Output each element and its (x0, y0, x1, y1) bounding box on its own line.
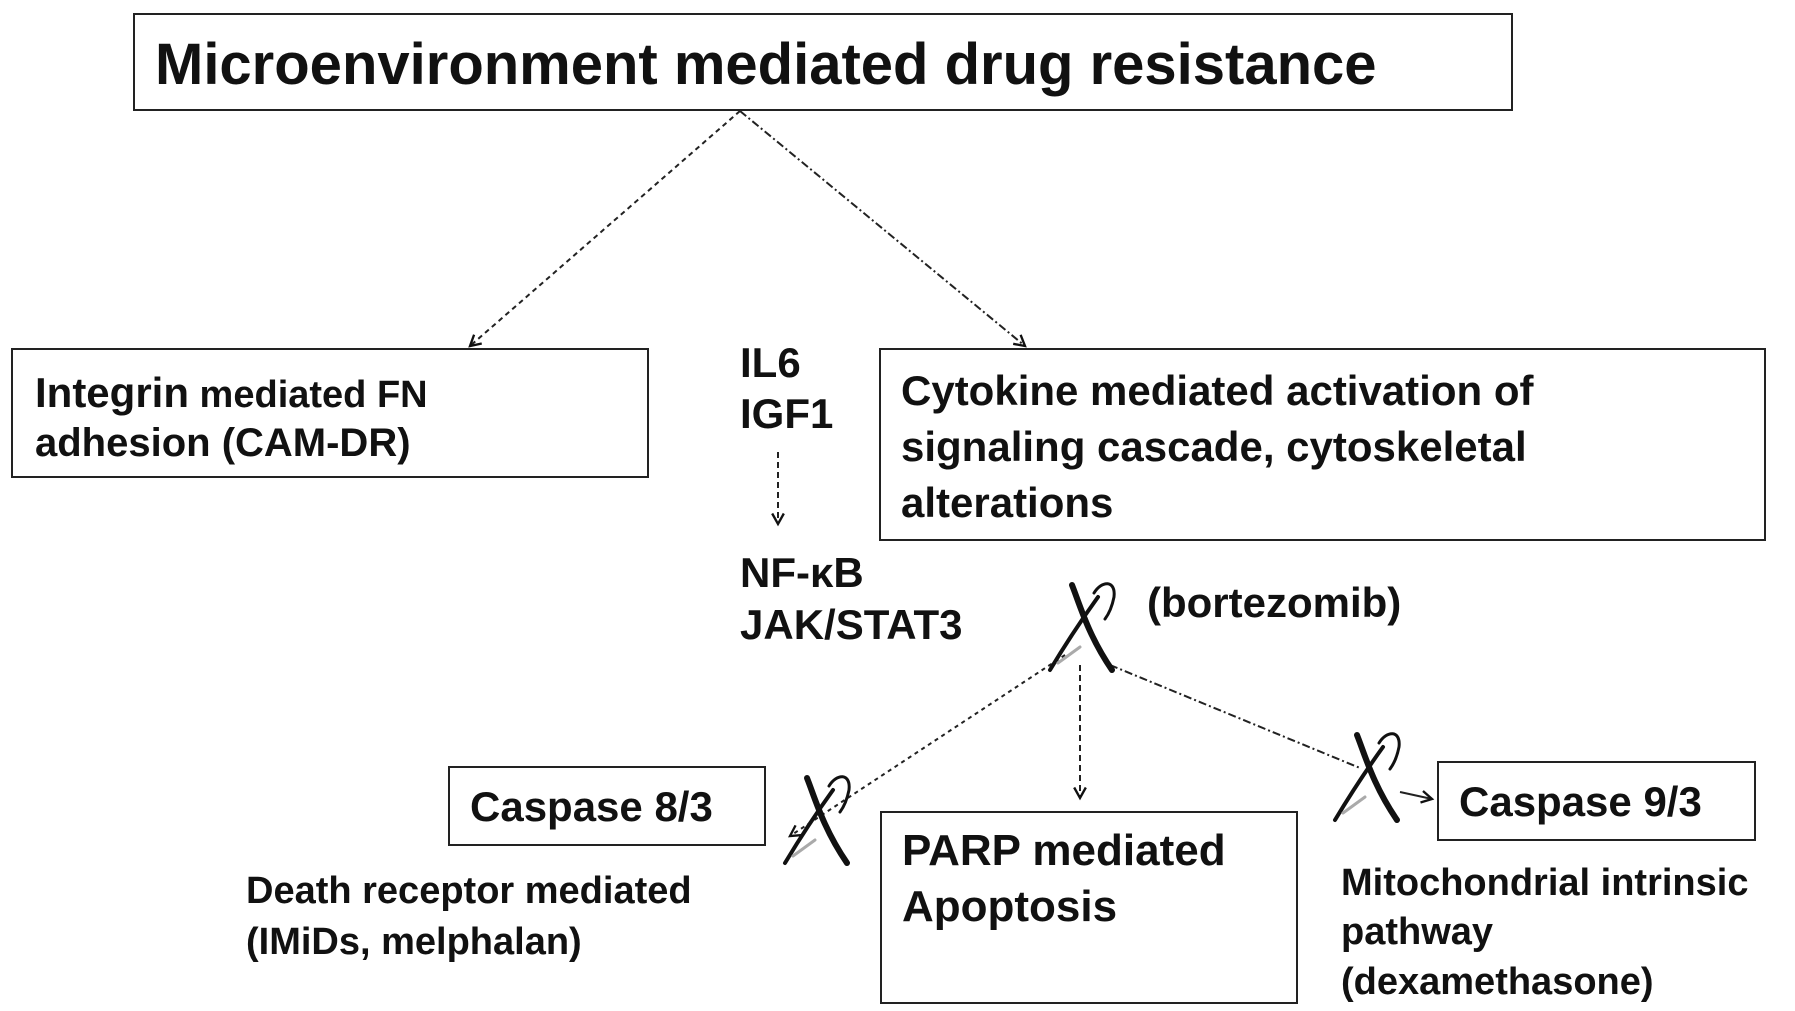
inhibition-lambda-icon (1048, 582, 1116, 673)
cytokine-igf1: IGF1 (740, 390, 834, 437)
arrow-to-caspase-93-dash (1109, 664, 1361, 769)
arrow-title-to-integrin (470, 110, 741, 346)
arrow-title-to-cytokine (739, 110, 1025, 346)
mito-line-2: pathway (1341, 911, 1494, 953)
caspase-83-box: Caspase 8/3 (448, 766, 766, 846)
arrow-to-caspase-93-head (1399, 792, 1432, 799)
pathway-jakstat3: JAK/STAT3 (740, 601, 963, 648)
integrin-strong: Integrin (35, 369, 189, 416)
diagram-title: Microenvironment mediated drug resistanc… (155, 32, 1377, 97)
caspase-93-label: Caspase 9/3 (1459, 778, 1702, 825)
parp-box: PARP mediated Apoptosis (880, 811, 1298, 1004)
pathway-nfkb: NF-κB (740, 549, 864, 596)
death-receptor-line-1: Death receptor mediated (246, 870, 692, 912)
cytokine-il6: IL6 (740, 339, 801, 386)
inhibition-lambda-icon (783, 775, 851, 866)
inhibition-lambda-icon (1333, 732, 1401, 823)
parp-line-1: PARP mediated (902, 826, 1226, 875)
integrin-rest: mediated FN (189, 374, 428, 416)
cytokine-line-1: Cytokine mediated activation of (901, 367, 1534, 414)
mito-line-1: Mitochondrial intrinsic (1341, 862, 1749, 904)
cytokine-line-3: alterations (901, 479, 1114, 526)
parp-line-2: Apoptosis (902, 882, 1118, 931)
cytokine-box: Cytokine mediated activation of signalin… (879, 348, 1766, 541)
caspase-93-box: Caspase 9/3 (1437, 761, 1756, 841)
arrow-to-caspase-83 (790, 654, 1066, 836)
integrin-box: Integrin mediated FN adhesion (CAM-DR) (11, 348, 649, 478)
bortezomib-label: (bortezomib) (1147, 579, 1402, 626)
death-receptor-line-2: (IMiDs, melphalan) (246, 921, 582, 963)
integrin-line-2: adhesion (CAM-DR) (35, 421, 411, 465)
integrin-line-1: Integrin mediated FN (35, 368, 428, 418)
mito-line-3: (dexamethasone) (1341, 961, 1654, 1003)
caspase-83-label: Caspase 8/3 (470, 783, 713, 830)
cytokine-line-2: signaling cascade, cytoskeletal (901, 423, 1527, 470)
title-box: Microenvironment mediated drug resistanc… (133, 13, 1513, 111)
